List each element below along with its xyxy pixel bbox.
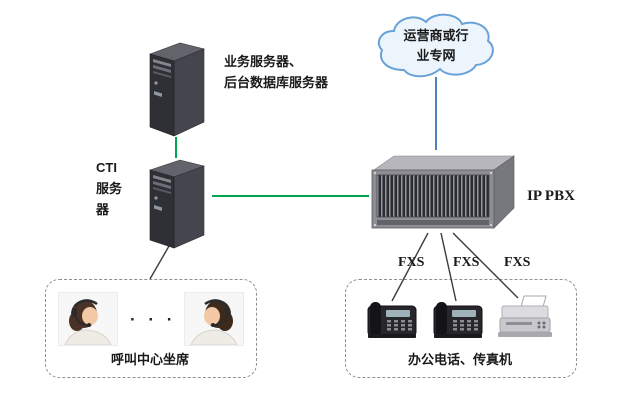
- app-db-server-label-line1: 业务服务器、: [224, 54, 303, 69]
- office-group-label: 办公电话、传真机: [407, 352, 512, 367]
- cti-server-label: CTI 服务 器: [96, 158, 138, 220]
- cti-label-line1: CTI: [96, 160, 117, 175]
- agents-ellipsis: · · ·: [130, 310, 177, 329]
- desk-phone-2-icon: [432, 300, 484, 340]
- desk-phone-1-icon: [366, 300, 418, 340]
- fax-machine-icon: [496, 294, 554, 340]
- fxs-label-1: FXS: [398, 255, 425, 270]
- app-db-server-label: 业务服务器、 后台数据库服务器: [224, 52, 328, 94]
- fxs-label-3: FXS: [504, 255, 531, 270]
- call-agent-photo-right: [184, 292, 244, 346]
- link-ippbx-to-fax: [452, 232, 519, 299]
- ippbx-label: IP PBX: [527, 188, 575, 204]
- link-ippbx-to-phone2: [440, 232, 457, 302]
- app-db-server-icon: [140, 38, 212, 138]
- carrier-cloud: 运营商或行 业专网: [374, 10, 498, 80]
- link-ippbx-to-phone1: [391, 232, 429, 302]
- cti-label-line3: 器: [96, 201, 110, 217]
- cloud-label-line1: 运营商或行: [403, 28, 469, 43]
- network-cloud-icon: [377, 13, 494, 78]
- ippbx-chassis-icon: [368, 146, 520, 234]
- cloud-label: 运营商或行 业专网: [374, 26, 498, 66]
- call-center-group-label: 呼叫中心坐席: [110, 352, 189, 367]
- cloud-label-line2: 业专网: [416, 48, 456, 64]
- cti-label-line2: 服务: [96, 180, 123, 196]
- link-cti-to-callcenter: [149, 245, 170, 280]
- fxs-label-2: FXS: [453, 255, 480, 270]
- app-db-server-label-line2: 后台数据库服务器: [224, 74, 329, 90]
- cti-server-icon: [140, 155, 212, 250]
- call-agent-photo-left: [58, 292, 118, 346]
